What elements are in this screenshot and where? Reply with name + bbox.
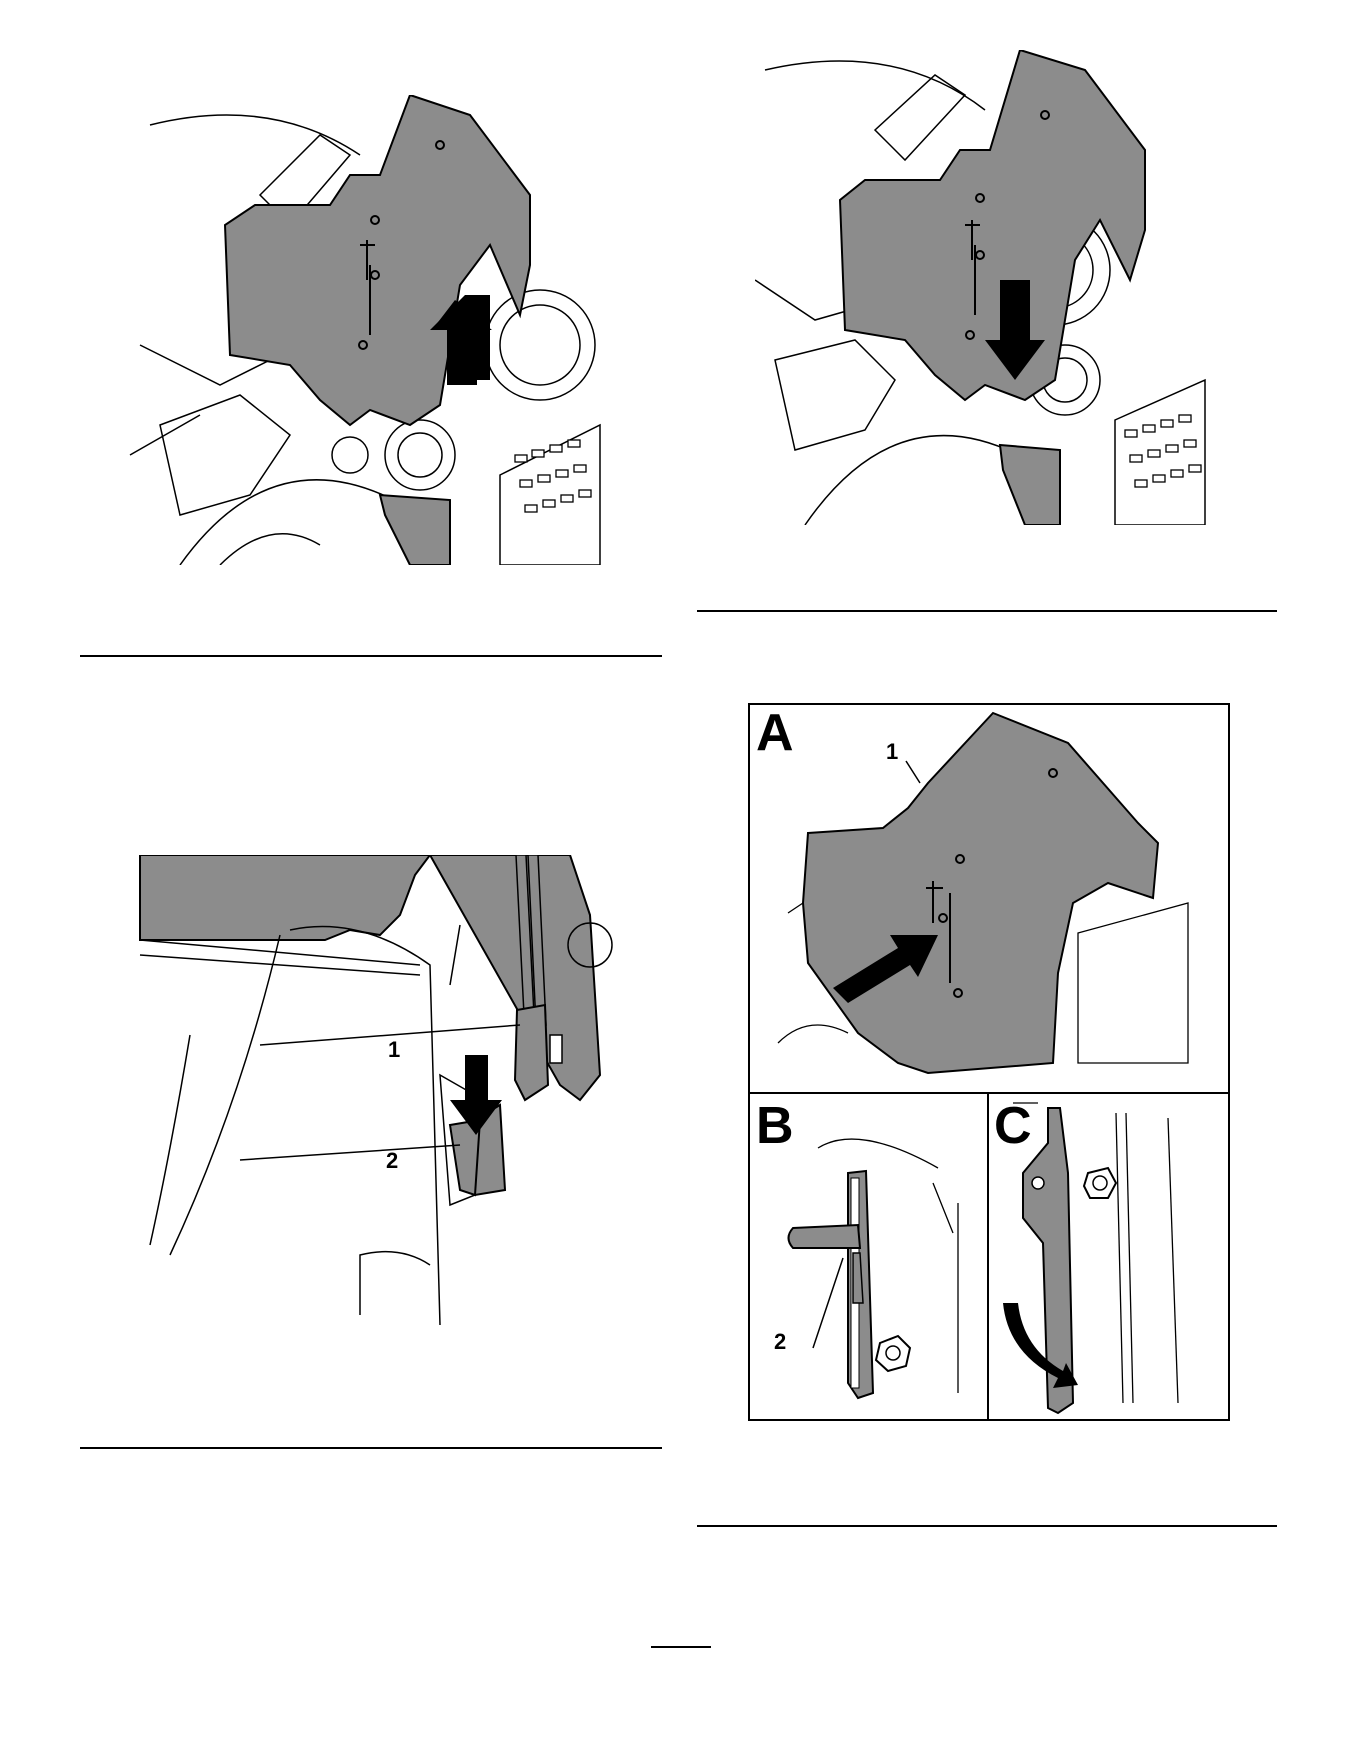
callout-1: 1 (388, 1037, 400, 1063)
figure-latch-detail (130, 855, 630, 1325)
rule-right-1 (697, 610, 1277, 612)
figure-shroud-latch-steps: A B C 1 2 (748, 703, 1230, 1421)
callout-1: 1 (886, 739, 898, 765)
page-number-rule (651, 1646, 711, 1648)
figure-shroud-raise (120, 95, 660, 565)
panel-label-c: C (994, 1100, 1032, 1152)
callout-2: 2 (386, 1148, 398, 1174)
rule-left-1 (80, 655, 662, 657)
rule-right-2 (697, 1525, 1277, 1527)
panel-label-b: B (756, 1100, 794, 1152)
rule-left-2 (80, 1447, 662, 1449)
figure-shroud-lower (755, 50, 1275, 525)
panel-label-a: A (756, 707, 794, 759)
callout-2: 2 (774, 1329, 786, 1355)
